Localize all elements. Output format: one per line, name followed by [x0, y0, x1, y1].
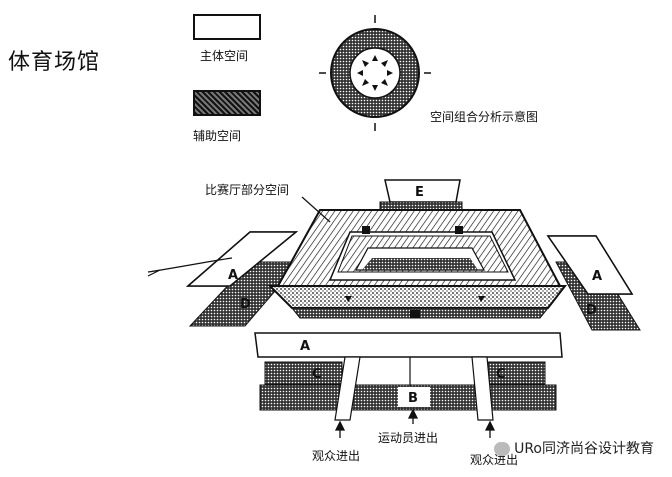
spectator-entry-right-label: 观众进出	[470, 453, 519, 467]
zone-c-right-label: C	[496, 367, 506, 382]
zone-b-label: B	[408, 391, 418, 406]
arena-front-wall	[267, 285, 568, 309]
left-spectator-corridor	[334, 356, 361, 421]
zone-d-right-label: D	[586, 303, 597, 318]
secondary-space-label: 辅助空间	[193, 129, 242, 143]
secondary-space-swatch	[193, 90, 261, 116]
zone-d-left-label: D	[240, 297, 251, 312]
zone-e-label: E	[415, 185, 424, 200]
primary-space-label: 主体空间	[200, 49, 249, 63]
zone-c-left-label: C	[312, 367, 322, 382]
watermark-text: URo同济尚谷设计教育	[514, 441, 654, 457]
inward-arrows	[357, 55, 393, 91]
zone-a-bottom-label: A	[300, 339, 310, 354]
zone-a-bottom-block	[254, 332, 563, 358]
watermark: URo同济尚谷设计教育	[494, 438, 654, 458]
wechat-icon	[494, 442, 511, 456]
zone-a-right-label: A	[592, 269, 602, 284]
diagram-caption: 空间组合分析示意图	[430, 110, 539, 124]
arena-hall	[267, 209, 568, 319]
arena-label: 比赛厅部分空间	[205, 183, 290, 197]
primary-space-swatch	[193, 14, 261, 40]
athlete-entry-label: 运动员进出	[378, 431, 439, 445]
zone-a-left-label: A	[228, 268, 238, 283]
page-title: 体育场馆	[8, 50, 101, 75]
zone-c-left-block	[264, 361, 343, 385]
left-access-path	[147, 257, 233, 273]
right-spectator-corridor	[471, 356, 494, 421]
arena-label-leader	[301, 196, 331, 223]
spectator-entry-left-label: 观众进出	[312, 449, 361, 463]
composition-ring-diagram	[319, 15, 431, 131]
